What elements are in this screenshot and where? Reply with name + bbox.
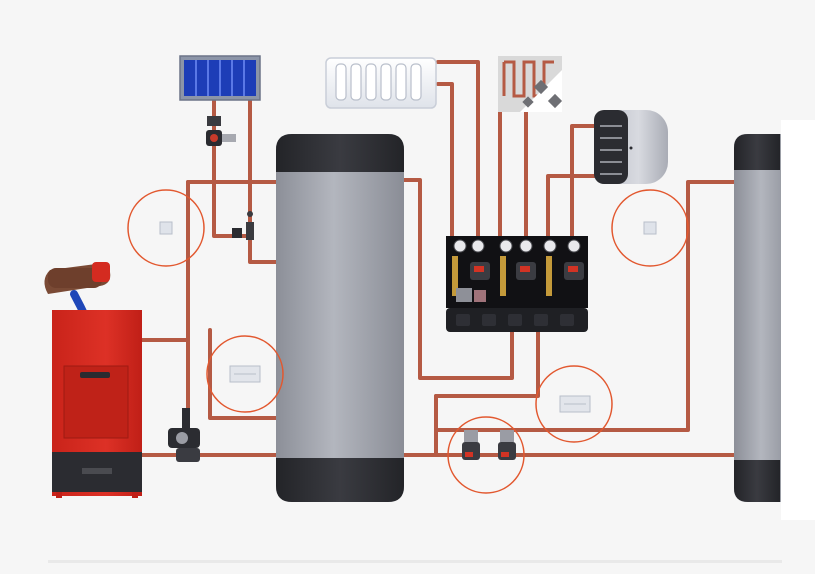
bottom-divider <box>48 560 782 563</box>
highlight-ring-controller-right[interactable] <box>535 365 613 443</box>
mixing-valve-icon <box>168 408 200 462</box>
buffer-top-pipe <box>434 180 736 432</box>
radiator-return-pipe <box>436 60 480 240</box>
hot-water-tank-icon <box>594 110 668 184</box>
solar-return-pipe <box>248 98 278 264</box>
temperature-sensor-icon <box>159 221 173 235</box>
solar-pump-icon <box>206 116 236 146</box>
controller-module-icon <box>229 365 261 383</box>
solar-collector <box>179 55 261 101</box>
radiator-icon <box>325 57 437 109</box>
dhw-flow-pipe <box>546 174 600 240</box>
controller-module-icon <box>559 395 591 413</box>
highlight-ring-sensor-right[interactable] <box>611 189 689 267</box>
highlight-ring-sensor-left[interactable] <box>127 189 205 267</box>
floor-heating-icon <box>498 56 563 112</box>
highlight-ring-controller-left[interactable] <box>206 335 284 413</box>
highlight-ring-pumps[interactable] <box>447 416 525 494</box>
solar-valve-icon <box>232 211 254 240</box>
pipework <box>138 60 736 457</box>
second-buffer-tank-icon <box>734 120 815 520</box>
circulation-pump-icon <box>462 430 516 460</box>
pump-group-icon <box>446 236 588 332</box>
dhw-return-pipe <box>570 124 600 240</box>
radiator-flow-pipe <box>436 82 454 240</box>
buffer-tank-icon <box>276 134 404 502</box>
station-supply-pipe <box>402 178 514 380</box>
temperature-sensor-icon <box>643 221 657 235</box>
pellet-boiler-icon <box>44 262 142 498</box>
